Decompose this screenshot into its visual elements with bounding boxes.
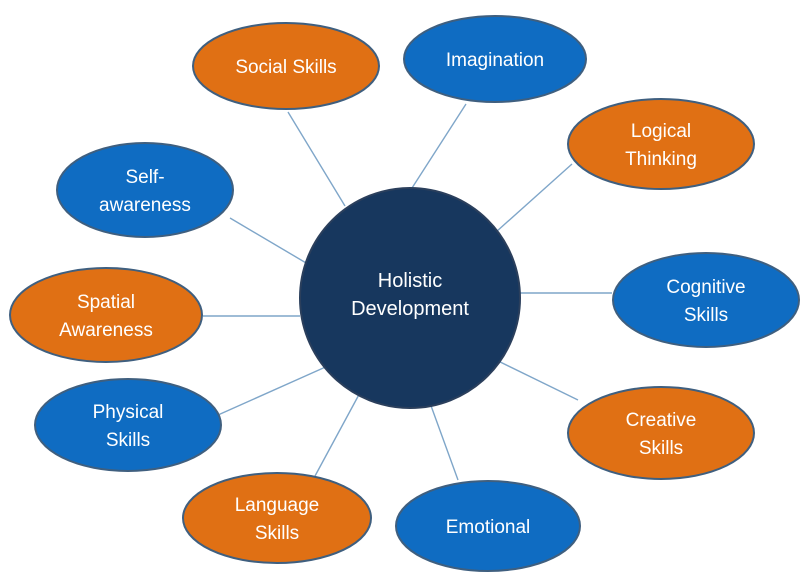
node-label-emotional-line-1: Emotional	[446, 517, 531, 538]
node-label-cognitive-skills-line-2: Skills	[684, 305, 728, 326]
spoke-language-skills	[314, 388, 363, 477]
node-social-skills: Social Skills	[192, 22, 380, 110]
node-label-physical-skills-line-2: Skills	[106, 430, 150, 451]
spoke-physical-skills	[217, 364, 331, 416]
hub-label-line-1: Holistic	[378, 270, 442, 292]
node-ellipse-spatial-awareness	[9, 267, 203, 363]
node-ellipse-imagination	[403, 15, 587, 103]
spoke-creative-skills	[489, 356, 579, 401]
spoke-social-skills	[287, 111, 346, 207]
node-self-awareness: Self-awareness	[56, 142, 234, 238]
node-label-imagination-line-1: Imagination	[446, 50, 544, 71]
node-label-logical-thinking-line-1: Logical	[631, 121, 691, 142]
node-ellipse-creative-skills	[567, 386, 755, 480]
node-imagination: Imagination	[403, 15, 587, 103]
node-ellipse-physical-skills	[34, 378, 222, 472]
node-label-physical-skills-line-1: Physical	[93, 402, 164, 423]
node-label-language-skills-line-1: Language	[235, 495, 320, 516]
node-label-spatial-awareness-line-1: Spatial	[77, 292, 135, 313]
node-ellipse-language-skills	[182, 472, 372, 564]
node-ellipse-social-skills	[192, 22, 380, 110]
spoke-logical-thinking	[495, 163, 573, 233]
hub-label-line-2: Development	[351, 298, 469, 320]
node-label-logical-thinking-line-2: Thinking	[625, 149, 697, 170]
node-label-creative-skills-line-2: Skills	[639, 438, 683, 459]
node-emotional: Emotional	[395, 480, 581, 572]
hub-circle	[299, 187, 521, 409]
spoke-self-awareness	[229, 217, 319, 271]
node-label-spatial-awareness-line-2: Awareness	[59, 320, 153, 341]
spoke-imagination	[411, 103, 467, 189]
node-label-language-skills-line-2: Skills	[255, 523, 299, 544]
node-label-cognitive-skills-line-1: Cognitive	[666, 277, 745, 298]
node-ellipse-cognitive-skills	[612, 252, 800, 348]
node-label-social-skills-line-1: Social Skills	[235, 57, 336, 78]
node-label-creative-skills-line-1: Creative	[626, 410, 697, 431]
spokes	[203, 103, 612, 481]
node-ellipse-logical-thinking	[567, 98, 755, 190]
node-ellipse-self-awareness	[56, 142, 234, 238]
hub-node: Holistic Development	[299, 187, 521, 409]
node-ellipse-emotional	[395, 480, 581, 572]
node-label-self-awareness-line-2: awareness	[99, 195, 191, 216]
node-label-self-awareness-line-1: Self-	[125, 167, 164, 188]
